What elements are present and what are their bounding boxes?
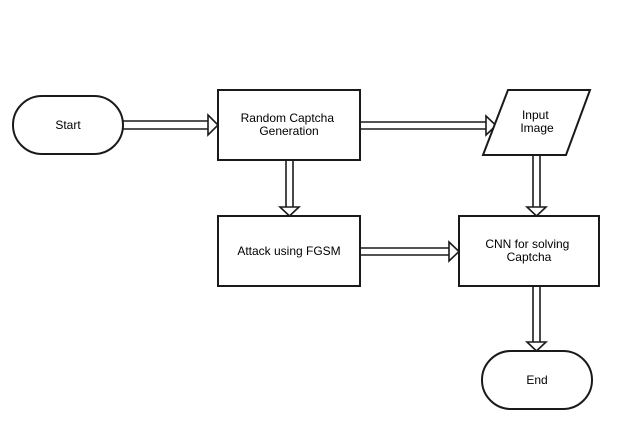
svg-text:Attack using FGSM: Attack using FGSM bbox=[237, 244, 340, 258]
svg-text:CNN for solving Captcha: CNN for solving Captcha bbox=[485, 237, 572, 264]
edge-input-image-to-cnn bbox=[524, 155, 549, 218]
edge-attack-to-cnn bbox=[360, 240, 461, 263]
node-cnn-label-line2: Captcha bbox=[507, 250, 552, 264]
edge-cnn-to-end bbox=[524, 286, 549, 353]
node-start-label: Start bbox=[55, 118, 81, 132]
node-end: End bbox=[481, 350, 593, 410]
node-cnn-label-line1: CNN for solving bbox=[485, 237, 569, 251]
node-input-image-label-line2: Image bbox=[520, 121, 554, 135]
edge-generation-to-input-image bbox=[360, 114, 498, 137]
node-generation-label-line1: Random Captcha bbox=[241, 111, 335, 125]
node-attack-fgsm: Attack using FGSM bbox=[217, 215, 361, 287]
node-end-label: End bbox=[526, 373, 547, 387]
node-start: Start bbox=[12, 95, 124, 155]
node-cnn-solver: CNN for solving Captcha bbox=[458, 215, 600, 287]
node-input-image: Input Image bbox=[481, 89, 592, 156]
node-random-captcha-generation: Random Captcha Generation bbox=[217, 89, 361, 161]
edge-generation-to-attack bbox=[277, 160, 302, 218]
edge-start-to-generation bbox=[123, 113, 220, 137]
svg-text:End: End bbox=[526, 373, 547, 387]
svg-text:Random Captcha Generatio: Random Captcha Generation bbox=[241, 111, 338, 138]
svg-text:Start: Start bbox=[55, 118, 81, 132]
node-attack-label: Attack using FGSM bbox=[237, 244, 340, 258]
node-input-image-label-line1: Input bbox=[522, 108, 549, 122]
svg-text:Input Image: Input Image bbox=[520, 108, 554, 135]
node-generation-label-line2: Generation bbox=[259, 124, 318, 138]
